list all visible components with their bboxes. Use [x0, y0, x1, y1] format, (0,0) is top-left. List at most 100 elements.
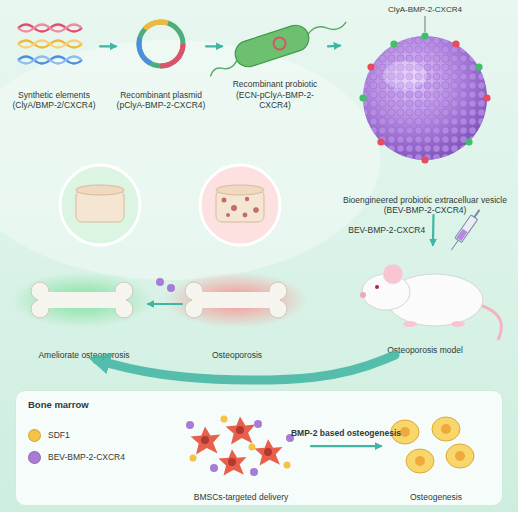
vesicle-icon [452, 40, 459, 47]
syringe-icon [455, 215, 478, 243]
edge-label: BEV-BMP-2-CXCR4 [348, 225, 425, 235]
bone-node: Ameliorate osteoporosis [20, 160, 148, 360]
mouse-icon [360, 264, 501, 340]
porous-vertebra-inset [200, 165, 280, 245]
vesicle-icon [390, 40, 397, 47]
probiotic-icon [307, 18, 348, 38]
healthy-vertebra-inset [76, 185, 124, 195]
syringe-icon [474, 209, 481, 218]
porous-vertebra-inset [222, 198, 227, 203]
dna-icon [18, 41, 82, 48]
dna-icon [18, 25, 82, 32]
syringe-icon [456, 229, 467, 241]
dna-icon [18, 41, 82, 48]
node-caption: Osteoporosis model [387, 345, 463, 355]
vesicle-icon [359, 94, 366, 101]
node-caption: Osteoporosis [212, 350, 262, 360]
background-glow [0, 40, 380, 280]
plasmid-icon [139, 22, 183, 66]
mouse-icon [451, 321, 465, 327]
healthy-bone [10, 272, 154, 328]
mouse-icon [383, 264, 403, 284]
step-node: Recombinant plasmid(pClyA-BMP-2-CXCR4) [116, 15, 206, 110]
vesicle-icon [377, 138, 384, 145]
healthy-bone [10, 272, 154, 328]
vesicle-icon [425, 16, 426, 32]
mouse-icon [403, 321, 417, 327]
porous-vertebra-inset [253, 207, 259, 213]
node-caption: Synthetic elements [18, 90, 90, 100]
node-caption: Ameliorate osteoporosis [38, 350, 129, 360]
legend: SDF1BEV-BMP-2-CXCR4 [28, 424, 125, 468]
node-caption: Recombinant probiotic [233, 79, 318, 89]
flow-arrow [432, 215, 435, 245]
legend-entry: SDF1 [28, 424, 125, 446]
healthy-vertebra-inset [60, 165, 140, 245]
legend-swatch [28, 429, 41, 442]
probiotic-icon [208, 61, 239, 77]
porous-vertebra-inset [226, 213, 230, 217]
porous-vertebra-inset [243, 213, 248, 218]
vesicle-dots [167, 284, 175, 292]
porous-vertebra-inset [245, 197, 249, 201]
mouse-icon [360, 292, 366, 298]
osteoporotic-bone [164, 272, 308, 328]
vesicle-icon [360, 33, 490, 163]
node-caption: Bone marrow [28, 399, 89, 410]
porous-vertebra-inset [216, 185, 264, 195]
porous-vertebra-inset [231, 205, 237, 211]
plasmid-icon [139, 22, 183, 66]
plasmid-icon [139, 22, 183, 66]
plasmid-icon [139, 22, 183, 66]
probiotic-icon [203, 10, 350, 80]
porous-vertebra-inset [200, 165, 280, 245]
plasmid-icon [139, 22, 183, 66]
probiotic-icon [272, 36, 287, 51]
bone-node: Osteoporosis [182, 160, 292, 360]
node-caption: Bioengineered probiotic extracelluar ves… [343, 195, 507, 205]
panel-band: Bone marrowBMSCs-targeted delivery Osteog… [15, 390, 503, 506]
mouse-icon [375, 285, 379, 289]
osteoporotic-bone [192, 292, 280, 308]
node-caption: Recombinant plasmid [120, 90, 202, 100]
vesicle-icon [383, 61, 427, 89]
vesicle-icon [483, 94, 490, 101]
legend-text: BEV-BMP-2-CXCR4 [48, 452, 125, 462]
step-node: Recombinant probiotic(ECN-pClyA-BMP-2-CX… [222, 15, 328, 110]
healthy-vertebra-inset [60, 165, 140, 245]
flow-arrow [100, 45, 116, 47]
flow-arrow [328, 44, 340, 47]
vesicle-dots [156, 278, 175, 292]
dna-icon [18, 57, 82, 64]
flow-arrow [148, 303, 182, 305]
node-caption: (ECN-pClyA-BMP-2-CXCR4) [222, 90, 328, 110]
callout-label: ClyA-BMP-2-CXCR4 [370, 5, 480, 14]
cell-node: BMSCs-targeted delivery [171, 416, 311, 502]
legend-swatch [28, 451, 41, 464]
vesicle-icon [359, 16, 490, 164]
mouse-icon [480, 305, 501, 340]
legend-text: SDF1 [48, 430, 70, 440]
node-caption: (pClyA-BMP-2-CXCR4) [117, 100, 206, 110]
dna-icon [18, 25, 82, 32]
node-caption: Osteogenesis [410, 492, 462, 502]
flow-arrow [206, 45, 222, 47]
dna-icon [18, 57, 82, 64]
vesicle-icon [421, 156, 428, 163]
vesicle-dots [156, 278, 164, 286]
vesicle-icon [465, 138, 472, 145]
probiotic-icon [232, 22, 312, 70]
dna-icon [18, 25, 82, 64]
syringe-icon [451, 240, 458, 250]
healthy-bone [38, 292, 126, 308]
edge-label: BMP-2 based osteogenesis [291, 428, 401, 438]
step-node: Bioengineered probiotic extracelluar ves… [340, 18, 510, 215]
node-caption: (ClyA/BMP-2/CXCR4) [12, 100, 95, 110]
vesicle-icon [367, 63, 374, 70]
node-caption: BMSCs-targeted delivery [194, 492, 288, 502]
vesicle-icon [475, 63, 482, 70]
legend-entry: BEV-BMP-2-CXCR4 [28, 446, 125, 468]
step-node: Synthetic elements(ClyA/BMP-2/CXCR4) [8, 15, 100, 110]
model-node: Osteoporosis model [350, 245, 500, 355]
vesicle-icon [421, 32, 428, 39]
